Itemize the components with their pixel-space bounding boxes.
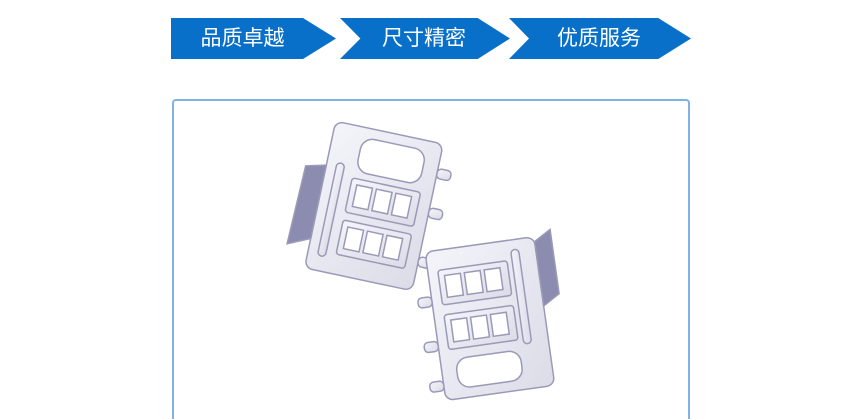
metal-shield-clip-image [286, 121, 560, 401]
banner-label: 优质服务 [557, 26, 641, 50]
banner-label: 尺寸精密 [382, 26, 466, 50]
banner-precision: 尺寸精密 [340, 18, 510, 59]
banner-service: 优质服务 [509, 18, 691, 59]
clip-part-right [417, 227, 560, 401]
product-frame [172, 99, 690, 419]
banner-quality: 品质卓越 [171, 18, 336, 59]
clip-part-left [286, 121, 452, 290]
banner-label: 品质卓越 [200, 26, 285, 50]
